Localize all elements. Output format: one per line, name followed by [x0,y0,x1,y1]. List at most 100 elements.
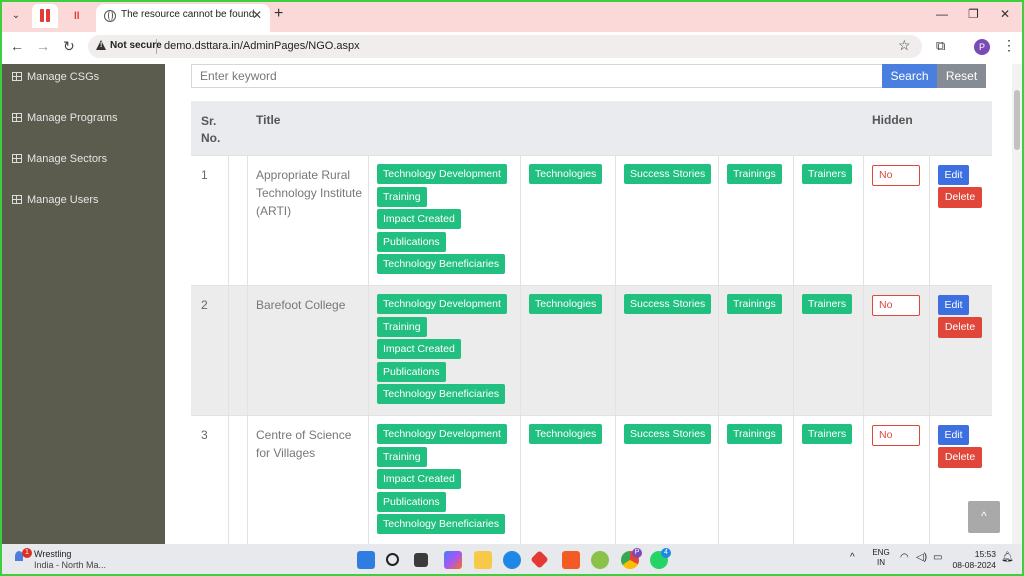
tag-technology-development[interactable]: Technology Development [377,164,507,184]
notification-bell-icon[interactable]: 🔔︎ [1001,552,1014,563]
column-divider [247,156,248,285]
column-divider [718,416,719,544]
edit-button[interactable]: Edit [938,295,969,315]
volume-icon[interactable]: ◁) [916,552,928,563]
link-trainings[interactable]: Trainings [727,164,782,184]
table-header: Sr. No. Title Hidden [191,101,992,155]
tab-search-chevron-icon[interactable]: ⌄ [11,10,21,21]
tag-technology-beneficiaries[interactable]: Technology Beneficiaries [377,254,506,274]
hidden-select[interactable]: No [872,295,920,316]
link-trainings[interactable]: Trainings [727,424,782,444]
chevron-up-icon[interactable]: ^ [850,552,855,563]
link-trainers[interactable]: Trainers [802,294,853,314]
scrollbar-thumb[interactable] [1014,90,1020,150]
tag-publications[interactable]: Publications [377,492,446,512]
file-explorer-icon[interactable] [474,551,492,569]
sidebar-item-manage-programs[interactable]: Manage Programs [12,112,118,124]
link-success-stories[interactable]: Success Stories [624,294,712,314]
tag-impact-created[interactable]: Impact Created [377,469,461,489]
column-divider [615,416,616,544]
omnibox[interactable]: Not secure demo.dsttara.in/AdminPages/NG… [88,35,922,58]
profile-avatar[interactable]: P [974,39,990,55]
main-content: Enter keyword Search Reset Sr. No. Title… [165,64,1012,544]
reload-icon[interactable]: ↻ [63,38,75,54]
page-scrollbar[interactable] [1012,64,1022,544]
tag-technology-beneficiaries[interactable]: Technology Beneficiaries [377,384,506,404]
link-trainings[interactable]: Trainings [727,294,782,314]
search-icon[interactable] [386,553,399,566]
edge-icon[interactable] [503,551,521,569]
sidebar-item-manage-sectors[interactable]: Manage Sectors [12,153,107,165]
link-technologies[interactable]: Technologies [529,294,603,314]
sidebar-item-manage-users[interactable]: Manage Users [12,194,99,206]
restore-icon[interactable]: ❐ [968,7,979,21]
table-icon [12,154,22,163]
bookmark-star-icon[interactable]: ☆ [898,37,911,53]
edit-button[interactable]: Edit [938,165,969,185]
tab-strip: ⌄ ll The resource cannot be found. ✕ + —… [0,0,1024,32]
scroll-to-top-button[interactable]: ^ [968,501,1000,533]
language-indicator[interactable]: ENG IN [870,548,892,568]
search-button[interactable]: Search [882,64,937,88]
link-technologies[interactable]: Technologies [529,424,603,444]
tag-training[interactable]: Training [377,317,427,337]
minimize-icon[interactable]: — [936,7,948,21]
link-trainers[interactable]: Trainers [802,164,853,184]
not-secure-label[interactable]: Not secure [110,40,162,51]
row-number: 1 [201,168,208,182]
close-icon[interactable]: ✕ [252,8,263,22]
task-view-icon[interactable] [414,553,428,567]
tag-publications[interactable]: Publications [377,232,446,252]
brave-icon[interactable] [562,551,580,569]
delete-button[interactable]: Delete [938,187,982,208]
link-technologies[interactable]: Technologies [529,164,603,184]
forward-arrow-icon[interactable]: → [36,38,50,54]
back-arrow-icon[interactable]: ← [10,38,24,54]
link-trainers[interactable]: Trainers [802,424,853,444]
tag-training[interactable]: Training [377,187,427,207]
pinned-tab-2[interactable]: ll [68,4,90,28]
tag-impact-created[interactable]: Impact Created [377,209,461,229]
window-close-icon[interactable]: ✕ [1000,7,1011,21]
search-input[interactable]: Enter keyword [191,64,883,88]
sidebar-item-manage-csgs[interactable]: Manage CSGs [12,71,99,83]
hidden-select[interactable]: No [872,165,920,186]
widget-title[interactable]: Wrestling [34,549,72,559]
menu-kebab-icon[interactable]: ⋮ [1002,37,1016,53]
sidebar-item-label: Manage CSGs [27,71,100,83]
widget-subtitle[interactable]: India - North Ma... [34,560,107,570]
reset-button[interactable]: Reset [937,64,986,88]
active-tab[interactable]: The resource cannot be found. ✕ [96,4,270,32]
windows-start-icon[interactable] [357,551,375,569]
column-divider [615,156,616,285]
url-text[interactable]: demo.dsttara.in/AdminPages/NGO.aspx [164,40,360,52]
tag-technology-beneficiaries[interactable]: Technology Beneficiaries [377,514,506,534]
app-red-diamond-icon[interactable] [530,550,549,569]
tag-training[interactable]: Training [377,447,427,467]
battery-icon[interactable]: ▭ [933,552,943,563]
column-divider [247,286,248,415]
column-divider [615,286,616,415]
tag-impact-created[interactable]: Impact Created [377,339,461,359]
pinned-tab[interactable] [32,4,58,28]
edit-button[interactable]: Edit [938,425,969,445]
tag-technology-development[interactable]: Technology Development [377,294,507,314]
qgis-icon[interactable] [591,551,609,569]
delete-button[interactable]: Delete [938,447,982,468]
extensions-puzzle-icon[interactable]: ⧉ [936,38,946,53]
column-divider [520,416,521,544]
tag-technology-development[interactable]: Technology Development [377,424,507,444]
delete-button[interactable]: Delete [938,317,982,338]
weather-widget-icon[interactable] [12,551,28,567]
notification-badge: 1 [22,548,32,558]
column-divider [863,286,864,415]
system-clock[interactable]: 15:53 08-08-2024 [952,549,996,571]
link-success-stories[interactable]: Success Stories [624,164,712,184]
link-success-stories[interactable]: Success Stories [624,424,712,444]
column-divider [228,286,229,415]
copilot-icon[interactable] [444,551,462,569]
wifi-icon[interactable]: ◠ [900,552,909,563]
hidden-select[interactable]: No [872,425,920,446]
new-tab-plus-icon[interactable]: + [274,5,284,22]
tag-publications[interactable]: Publications [377,362,446,382]
